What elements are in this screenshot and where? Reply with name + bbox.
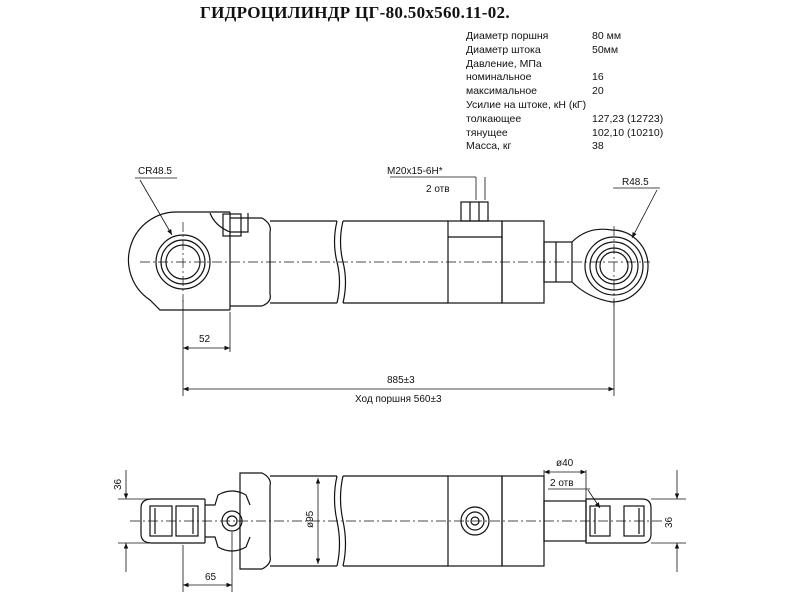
right-eye-radius-label: R48.5 (622, 177, 649, 188)
eye-offset-label: 52 (199, 334, 211, 345)
eye-width-left-label: 36 (113, 478, 124, 490)
spec-value: 80 мм (592, 30, 622, 42)
eye-width-right-label: 36 (664, 516, 675, 528)
holes-label: 2 отв (426, 184, 450, 195)
spec-label: Масса, кг (466, 140, 512, 153)
spec-value: 38 (592, 140, 604, 153)
left-plate (140, 498, 205, 544)
right-eye-outline (571, 228, 649, 303)
spec-value: 127,23 (12723) (592, 112, 664, 125)
spec-value: 16 (592, 71, 604, 84)
spec-label: номинальное (466, 71, 532, 84)
spec-label: Давление, МПа (466, 57, 542, 70)
body-diameter-label: ø95 (305, 510, 316, 528)
bottom-offset-label: 65 (205, 572, 217, 583)
left-port (209, 212, 249, 233)
rod-diameter-label: ø40 (556, 458, 574, 469)
spec-label: тянущее (466, 126, 508, 139)
left-eye-radius-label: CR48.5 (138, 166, 172, 177)
spec-value: 20 (592, 85, 604, 98)
spec-label: максимальное (466, 85, 538, 98)
drawing-title: ГИДРОЦИЛИНДР ЦГ-80.50х560.11-02. (200, 3, 510, 22)
left-eye-outline (127, 211, 230, 311)
centerlines (140, 222, 650, 306)
holes-bottom-label: 2 отв (550, 478, 574, 489)
spec-label: Диаметр штока (466, 43, 541, 56)
port-nut (460, 201, 489, 222)
spec-label: толкающее (466, 112, 522, 125)
stroke-label: Ход поршня 560±3 (355, 394, 442, 405)
front-view (127, 201, 649, 311)
spec-value: 50мм (592, 43, 619, 56)
total-length-label: 885±3 (387, 375, 415, 386)
right-plate (585, 498, 652, 544)
spec-value: 102,10 (10210) (592, 126, 664, 139)
thread-label: M20x15-6H* (387, 166, 443, 177)
spec-label: Усилие на штоке, кН (кГ) (466, 98, 587, 111)
spec-label: Диаметр поршня (466, 30, 549, 42)
